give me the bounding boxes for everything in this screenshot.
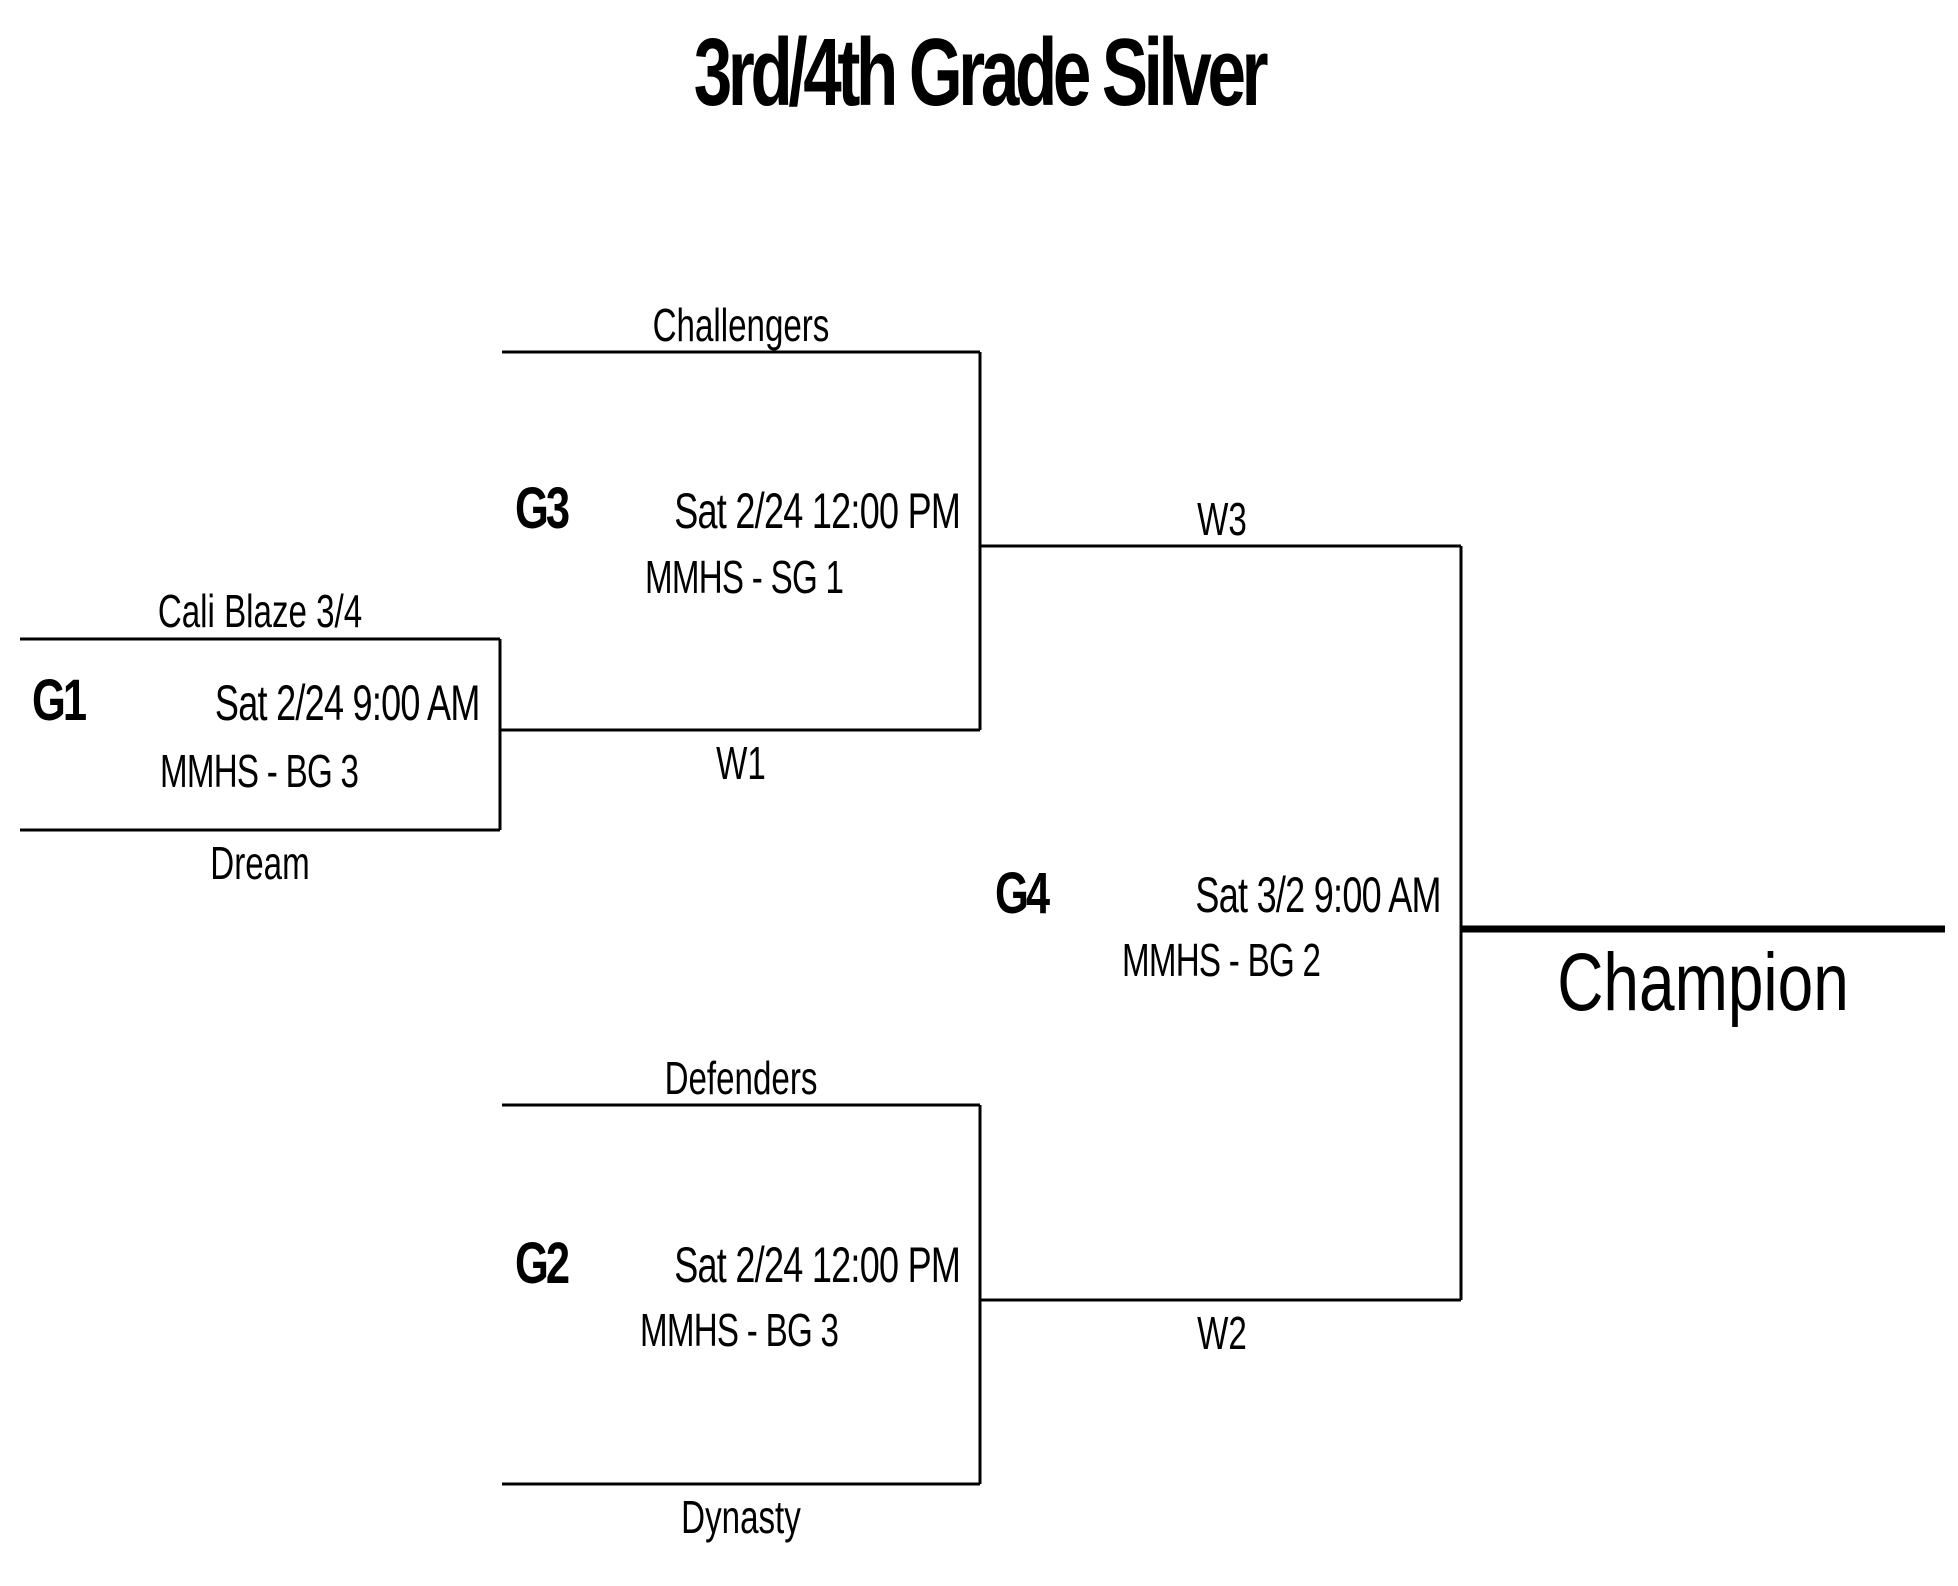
- g2-bottom-team: Dynasty: [681, 1491, 801, 1543]
- g3-bottom-team: W1: [716, 737, 766, 789]
- g4-time: Sat 3/2 9:00 AM: [1195, 867, 1442, 923]
- champion-label: Champion: [1557, 937, 1849, 1028]
- g2-game-id: G2: [515, 1231, 570, 1296]
- g1-venue: MMHS - BG 3: [160, 745, 359, 797]
- g1-bottom-team: Dream: [210, 837, 310, 889]
- bracket-title: 3rd/4th Grade Silver: [693, 19, 1269, 126]
- g4-venue: MMHS - BG 2: [1122, 934, 1321, 986]
- g1-time: Sat 2/24 9:00 AM: [215, 675, 480, 731]
- g4-game-id: G4: [995, 861, 1050, 926]
- g2-time: Sat 2/24 12:00 PM: [674, 1237, 961, 1293]
- g4-top-team: W3: [1197, 493, 1247, 545]
- g2-top-team: Defenders: [664, 1052, 818, 1104]
- g3-game-id: G3: [515, 476, 570, 541]
- g1-game-id: G1: [32, 668, 87, 733]
- g3-top-team: Challengers: [652, 299, 830, 351]
- g3-venue: MMHS - SG 1: [645, 551, 844, 603]
- g1-top-team: Cali Blaze 3/4: [157, 585, 363, 637]
- g2-venue: MMHS - BG 3: [640, 1304, 839, 1356]
- g4-bottom-team: W2: [1197, 1307, 1247, 1359]
- g3-time: Sat 2/24 12:00 PM: [674, 483, 961, 539]
